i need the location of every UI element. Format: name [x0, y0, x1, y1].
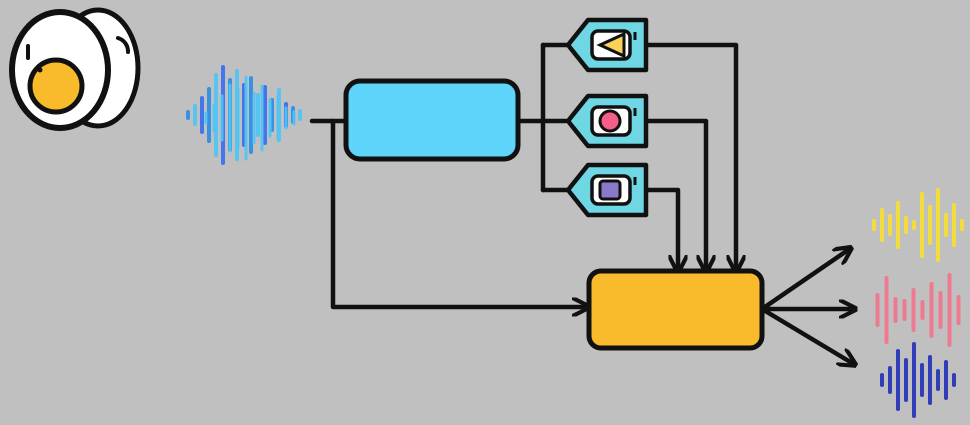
input-waveform-icon — [186, 65, 302, 165]
circle-tag-icon — [598, 109, 622, 133]
tag-triangle — [565, 17, 649, 73]
tag-circle — [565, 93, 649, 149]
tag-arrow-3 — [642, 187, 678, 268]
encoder-box — [343, 78, 521, 162]
triangle-tag-icon — [596, 31, 626, 59]
output-waveform-yellow-icon — [872, 188, 964, 262]
output-waveform-blue-icon — [880, 342, 956, 418]
boiled-egg-icon — [9, 7, 141, 131]
square-tag-icon — [598, 179, 622, 201]
out-arrow-bot — [759, 306, 852, 363]
tag-square — [565, 162, 649, 218]
decoder-box — [586, 268, 765, 351]
tag-arrow-1 — [642, 42, 736, 268]
connections — [309, 42, 852, 363]
out-arrow-top — [759, 250, 848, 312]
bypass-arrow — [330, 118, 585, 307]
output-waveform-pink-icon — [875, 273, 961, 347]
tag-arrow-2 — [642, 118, 706, 268]
